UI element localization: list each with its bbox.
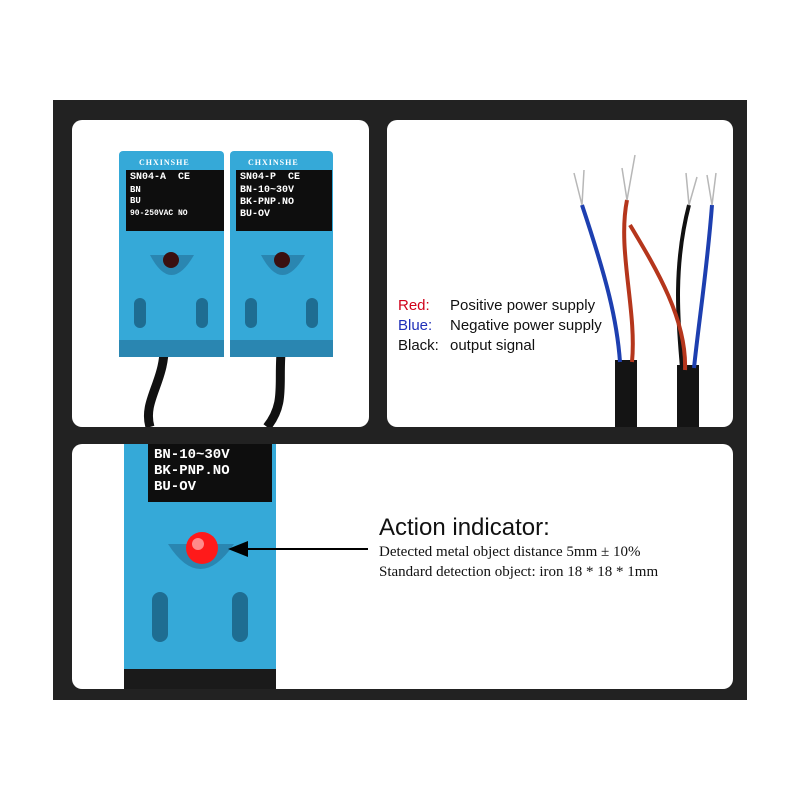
legend-value-blue: Negative power supply (450, 317, 602, 334)
wiring-legend: Red: Positive power supply Blue: Negative … (398, 296, 602, 356)
sensor-pair-illustration (119, 151, 333, 427)
sensor-a-line2: BU (130, 196, 141, 206)
legend-key-black: Black: (398, 337, 439, 354)
action-indicator-title: Action indicator: (379, 514, 550, 541)
wires-illustration (573, 154, 717, 427)
action-detail-object: Standard detection object: iron 18 * 18 … (379, 564, 659, 580)
closeup-line2: BK-PNP.NO (154, 463, 230, 479)
closeup-line3: BU-OV (154, 479, 197, 495)
action-detail-distance: Detected metal object distance 5mm ± 10% (379, 544, 641, 560)
legend-row-red: Red: Positive power supply (398, 296, 602, 316)
sensor-a-label: SN04-A CE BN BU 90-250VAC NO (126, 170, 224, 231)
legend-row-black: Black: output signal (398, 336, 602, 356)
sensor-p-line1: BN-10~30V (240, 185, 295, 196)
sensor-p-line3: BU-OV (240, 209, 271, 220)
sensor-a-line1: BN (130, 185, 141, 195)
sensor-a-model: SN04-A CE (130, 172, 191, 183)
sensor-pair-panel: CHXINSHE SN04-A CE BN BU 90-250VAC NO CH… (72, 120, 369, 427)
legend-value-black: output signal (450, 337, 536, 354)
sensor-p-model: SN04-P CE (240, 172, 301, 183)
sensor-p-label: SN04-P CE BN-10~30V BK-PNP.NO BU-OV (236, 170, 332, 231)
legend-row-blue: Blue: Negative power supply (398, 316, 602, 336)
wiring-panel: Red: Positive power supply Blue: Negative … (387, 120, 733, 427)
sensor-a-brand: CHXINSHE (139, 158, 190, 167)
legend-value-red: Positive power supply (450, 297, 596, 314)
legend-key-blue: Blue: (398, 317, 433, 334)
sensor-p-brand: CHXINSHE (248, 158, 299, 167)
closeup-label: BN-10~30V BK-PNP.NO BU-OV (148, 444, 272, 502)
sensor-a-line3: 90-250VAC NO (130, 209, 188, 218)
closeup-line1: BN-10~30V (154, 447, 230, 463)
indicator-closeup-panel: BN-10~30V BK-PNP.NO BU-OV Action indicat… (72, 444, 733, 689)
sensor-p-line2: BK-PNP.NO (240, 197, 295, 208)
legend-key-red: Red: (398, 297, 430, 314)
